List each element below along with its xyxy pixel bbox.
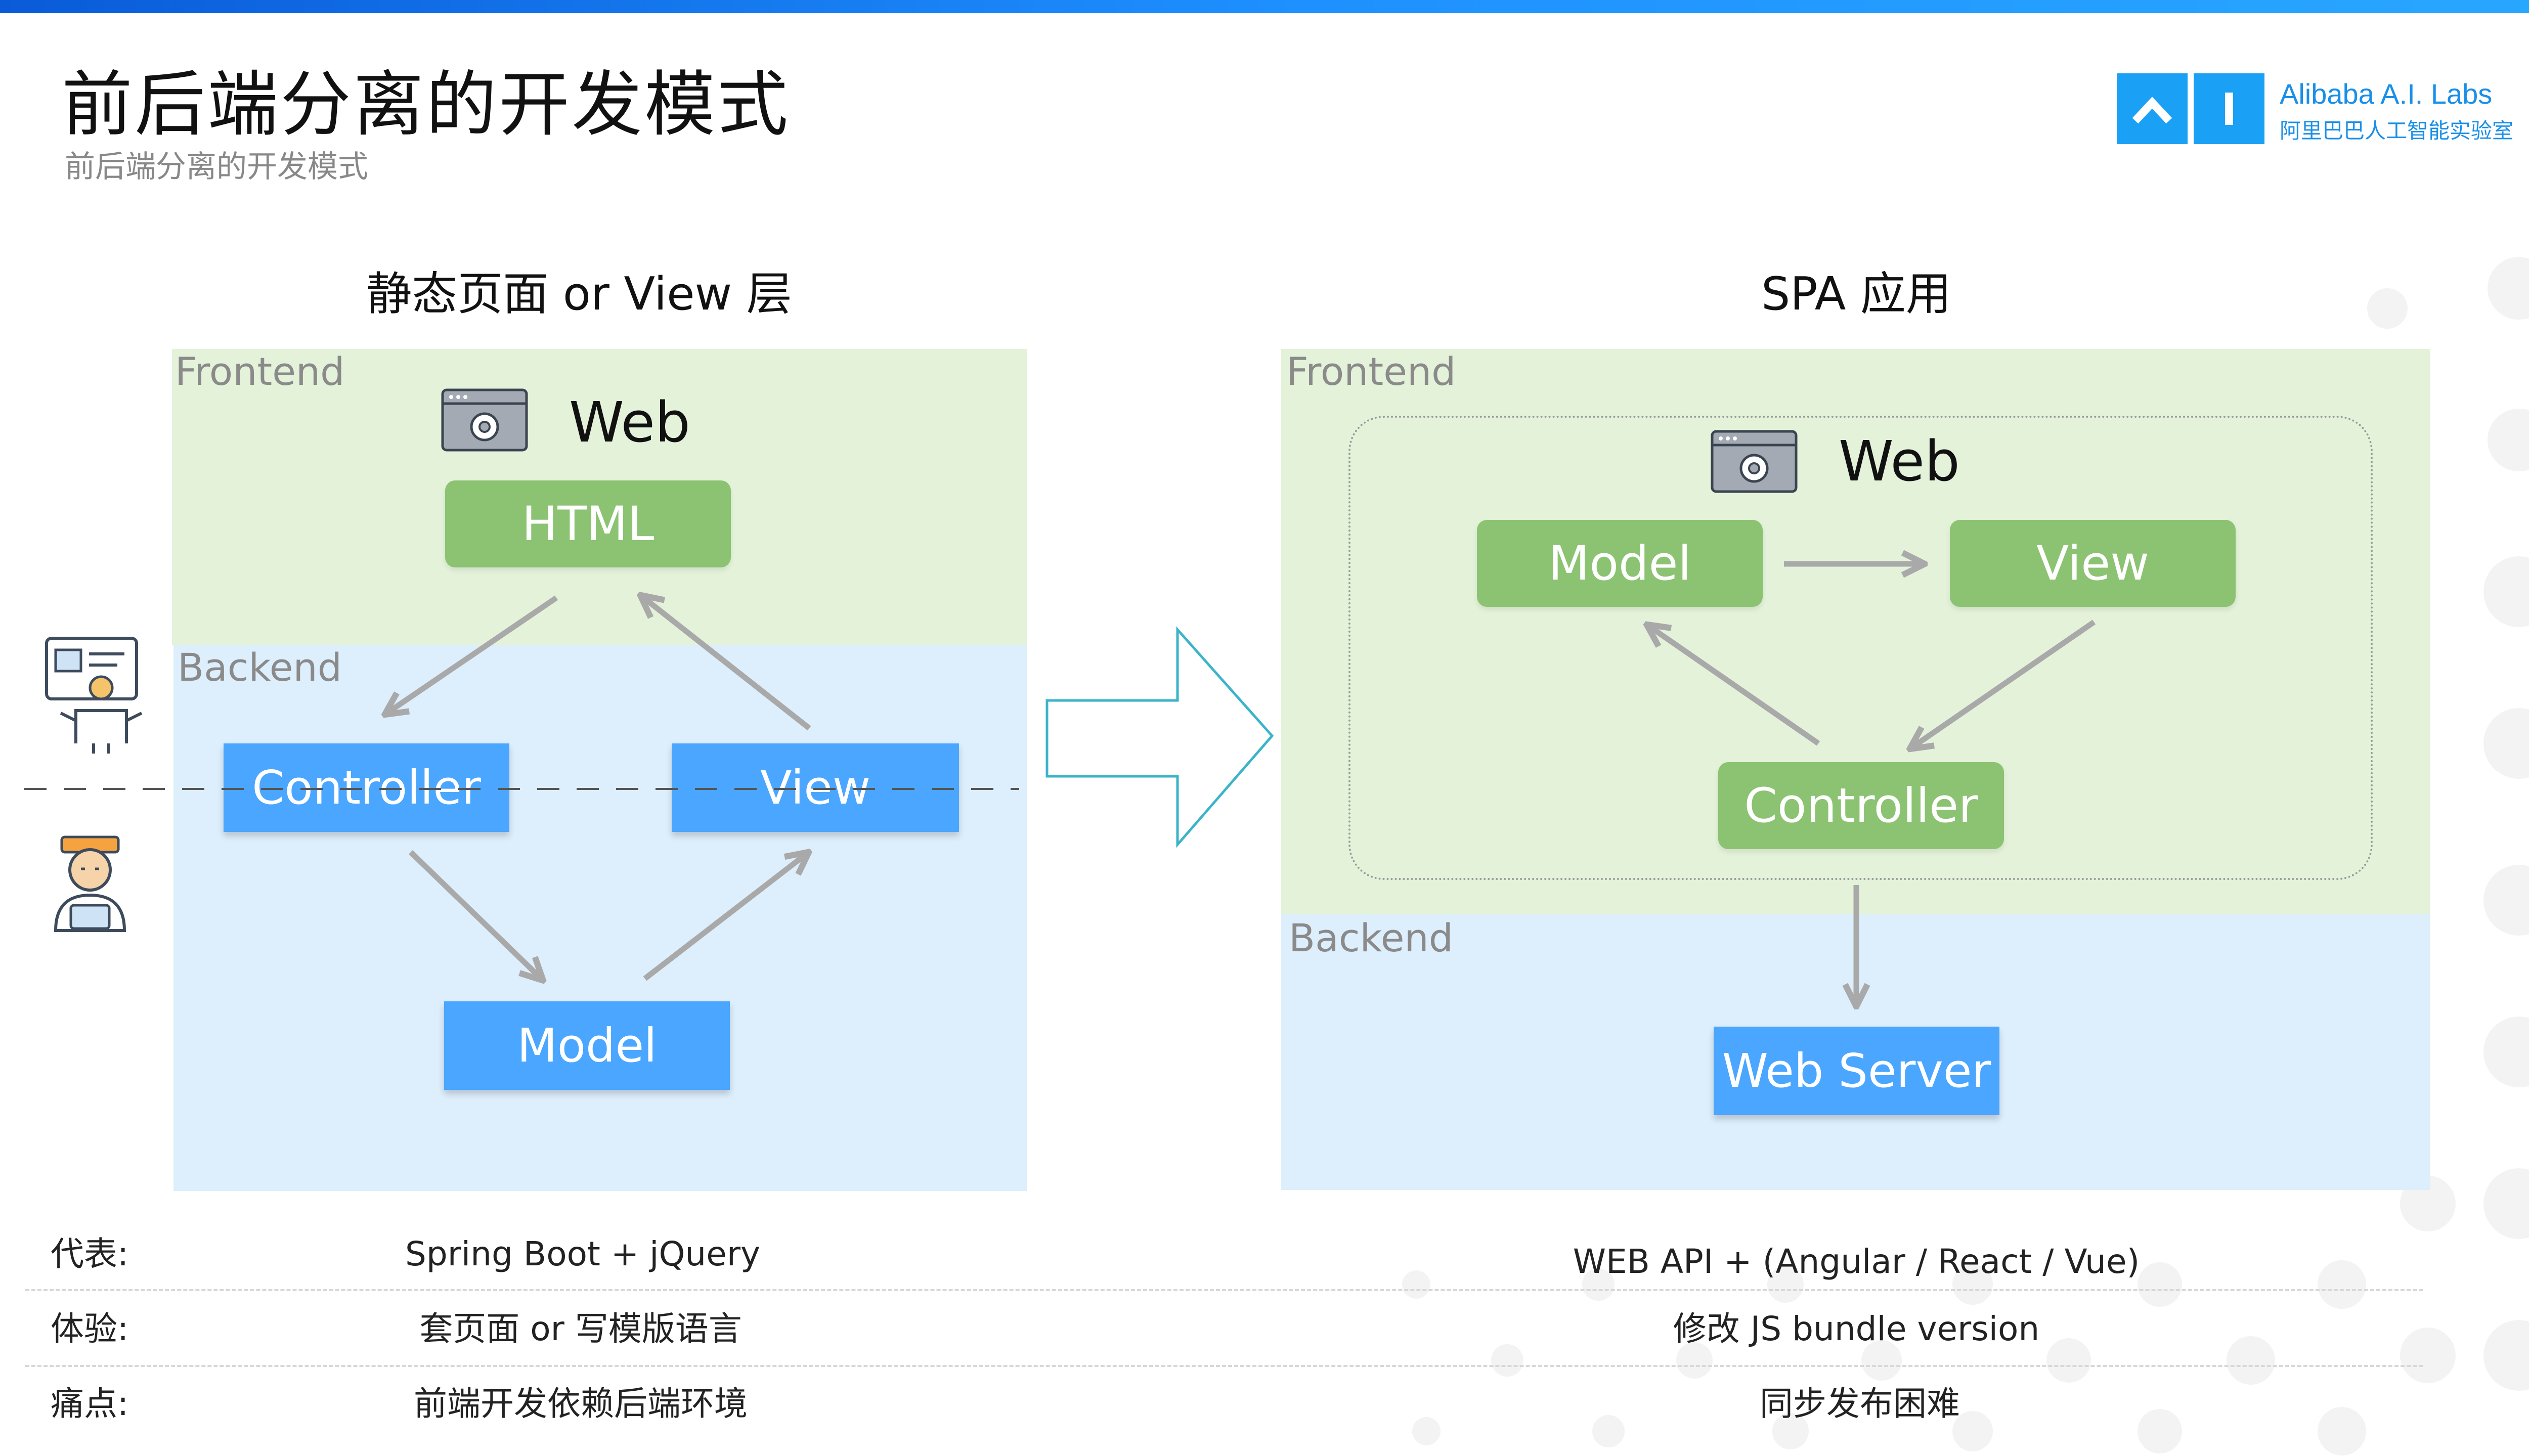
right-representative-value: WEB API + (Angular / React / Vue) (1573, 1242, 2140, 1281)
frontend-developer-icon (54, 835, 126, 932)
left-backend-label: Backend (178, 645, 342, 690)
arrow-view-to-html (642, 597, 811, 731)
arrow-model-to-view (643, 854, 807, 981)
left-web-label: Web (569, 390, 690, 455)
left-model-box: Model (444, 1001, 730, 1090)
chevron-up-icon (2117, 73, 2188, 144)
row-separator (25, 1289, 2423, 1291)
page-subtitle: 前后端分离的开发模式 (65, 149, 368, 185)
arrow-controller-to-model (1649, 626, 1820, 746)
left-pain-points-value: 前端开发依赖后端环境 (414, 1384, 748, 1423)
alibaba-ai-labs-logo: Alibaba A.I. Labs 阿里巴巴人工智能实验室 (2117, 73, 2529, 147)
right-backend-label: Backend (1289, 915, 1453, 960)
right-diagram-caption: SPA 应用 (1761, 268, 1951, 321)
right-web-server-box: Web Server (1714, 1027, 1999, 1115)
left-html-box: HTML (445, 480, 731, 567)
left-diagram-caption: 静态页面 or View 层 (366, 268, 792, 321)
backend-developer-icon (45, 637, 143, 754)
background-dots (1402, 257, 2529, 1455)
right-pain-points-value: 同步发布困难 (1760, 1384, 1960, 1423)
left-representative-value: Spring Boot + jQuery (405, 1234, 761, 1273)
row-label-pain-points: 痛点: (51, 1384, 129, 1423)
web-app-boundary (1348, 416, 2373, 880)
bar-icon (2194, 73, 2264, 144)
browser-icon (1711, 430, 1798, 493)
left-frontend-label: Frontend (175, 349, 345, 394)
row-label-representative: 代表: (51, 1234, 129, 1273)
left-backend-zone: Backend (173, 645, 1027, 1191)
right-frontend-label: Frontend (1286, 349, 1456, 394)
row-separator (25, 1365, 2423, 1367)
right-view-box: View (1950, 520, 2236, 607)
left-view-box: View (672, 743, 959, 832)
logo-name-en: Alibaba A.I. Labs (2280, 78, 2493, 110)
right-web-label: Web (1839, 429, 1960, 494)
right-controller-box: Controller (1718, 762, 2004, 849)
arrow-html-to-controller (387, 595, 558, 713)
arrow-view-to-controller (1912, 620, 2096, 747)
right-model-box: Model (1477, 520, 1763, 607)
browser-icon (441, 388, 528, 452)
page-title: 前后端分离的开发模式 (62, 64, 791, 146)
transition-arrow (1045, 626, 1274, 848)
top-accent-bar (0, 0, 2529, 13)
logo-name-cn: 阿里巴巴人工智能实验室 (2280, 118, 2514, 143)
arrow-controller-to-model (409, 850, 541, 979)
left-controller-box: Controller (224, 743, 509, 832)
row-label-experience: 体验: (51, 1309, 129, 1348)
left-experience-value: 套页面 or 写模版语言 (419, 1309, 742, 1348)
right-experience-value: 修改 JS bundle version (1673, 1309, 2040, 1348)
